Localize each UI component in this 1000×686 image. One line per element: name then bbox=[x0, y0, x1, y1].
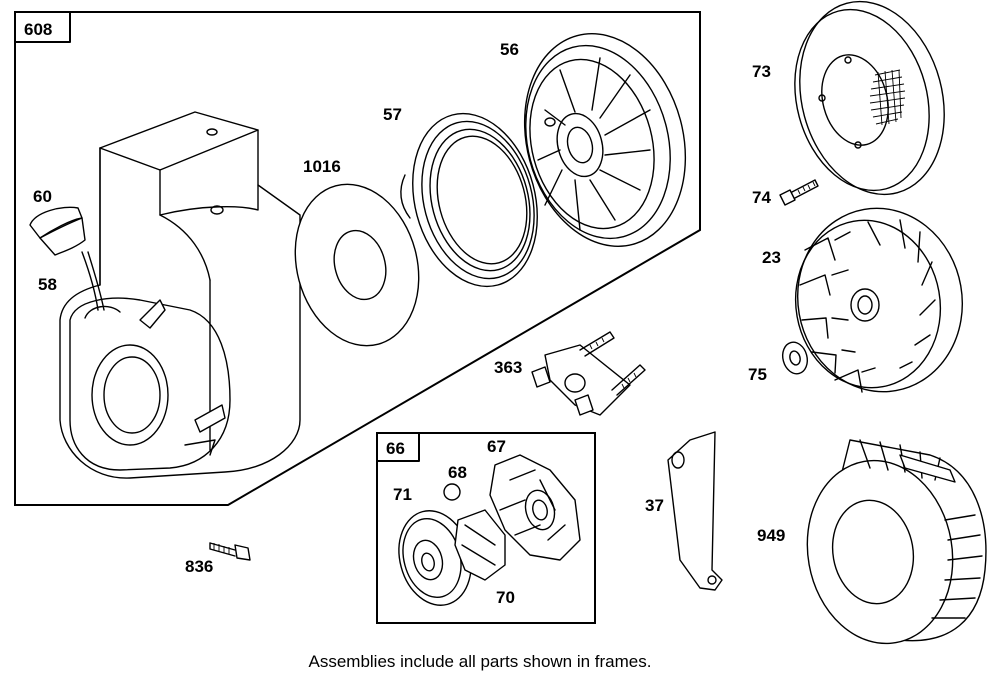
part-label-71: 71 bbox=[393, 485, 412, 504]
starter-pulley bbox=[523, 33, 687, 247]
part-label-363: 363 bbox=[494, 358, 522, 377]
ratchet-hub bbox=[454, 509, 506, 581]
part-label-58: 58 bbox=[38, 275, 57, 294]
part-label-67: 67 bbox=[487, 437, 506, 456]
frame-66-label-box bbox=[376, 432, 420, 462]
washer-1016 bbox=[294, 183, 420, 347]
part-label-57: 57 bbox=[383, 105, 402, 124]
steel-ball bbox=[443, 483, 461, 501]
flywheel bbox=[794, 207, 964, 393]
frame-66-label: 66 bbox=[386, 439, 405, 458]
part-label-23: 23 bbox=[762, 248, 781, 267]
washer-75 bbox=[781, 341, 809, 375]
part-label-949: 949 bbox=[757, 526, 785, 545]
mounting-plate bbox=[667, 431, 723, 591]
screw-74 bbox=[779, 179, 819, 206]
frame-66-outline bbox=[376, 432, 596, 624]
ratchet-cup bbox=[489, 454, 581, 561]
part-label-74: 74 bbox=[752, 188, 771, 207]
part-label-56: 56 bbox=[500, 40, 519, 59]
screw-836 bbox=[209, 542, 251, 561]
frame-608-label-box bbox=[14, 11, 71, 43]
frame-608-label: 608 bbox=[24, 20, 52, 39]
part-label-60: 60 bbox=[33, 187, 52, 206]
rewind-spring bbox=[400, 112, 538, 288]
flywheel-cover bbox=[806, 439, 987, 645]
starter-handle bbox=[29, 206, 105, 311]
part-label-73: 73 bbox=[752, 62, 771, 81]
part-label-37: 37 bbox=[645, 496, 664, 515]
screen-mesh bbox=[869, 69, 906, 126]
starter-bracket bbox=[531, 331, 646, 416]
part-label-68: 68 bbox=[448, 463, 467, 482]
diagram-caption: Assemblies include all parts shown in fr… bbox=[309, 652, 652, 671]
rotating-screen bbox=[794, 0, 945, 196]
part-label-1016: 1016 bbox=[303, 157, 341, 176]
blower-housing bbox=[59, 111, 301, 479]
part-label-70: 70 bbox=[496, 588, 515, 607]
part-label-75: 75 bbox=[748, 365, 767, 384]
frame-608-outline bbox=[14, 11, 701, 506]
part-label-836: 836 bbox=[185, 557, 213, 576]
